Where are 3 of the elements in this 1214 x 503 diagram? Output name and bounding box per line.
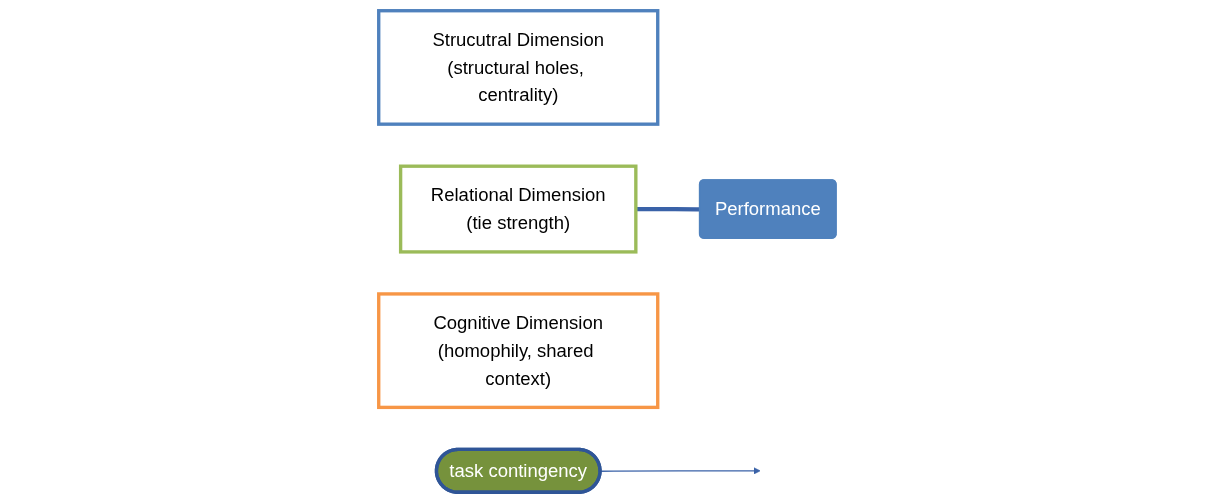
node-box: Strucutral Dimension (structural holes, centrality): [376, 9, 660, 126]
node-box: Cognitive Dimension (homophily, shared context): [376, 292, 660, 410]
node-box: Relational Dimension (tie strength): [398, 164, 638, 254]
